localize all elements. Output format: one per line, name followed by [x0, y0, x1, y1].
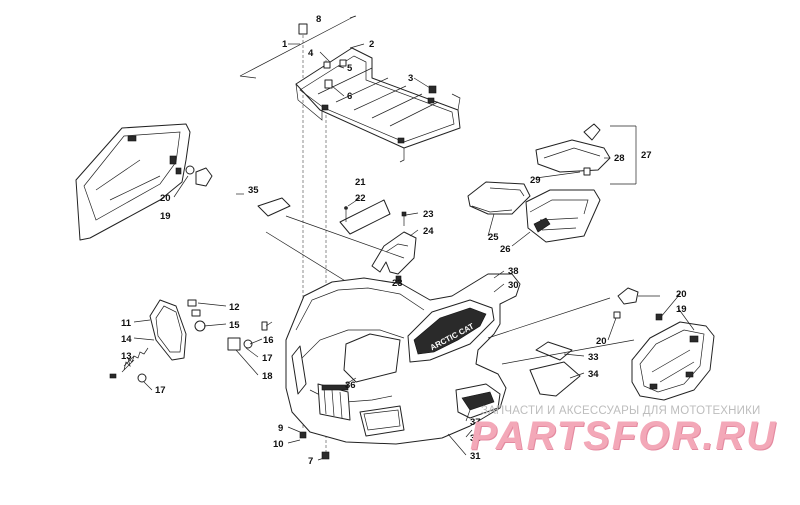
- callout-label: 15: [229, 320, 240, 331]
- callout-label: 30: [508, 280, 519, 291]
- watermark-caption: ЗАПЧАСТИ И АКСЕССУАРЫ ДЛЯ МОТОТЕХНИКИ: [481, 405, 761, 417]
- rear-rack: [295, 47, 461, 163]
- callout-label: 18: [262, 371, 273, 382]
- callout-label: 5: [347, 63, 353, 74]
- callout-label: 21: [355, 177, 366, 188]
- watermark-logo: PARTSFOR.RU: [470, 414, 778, 458]
- callout-label: 7: [308, 456, 313, 467]
- callout-label: 10: [273, 439, 284, 450]
- storage-box-26: [525, 189, 601, 243]
- callout-label: 25: [488, 232, 499, 243]
- callout-label: 19: [160, 211, 171, 222]
- rack-fasteners: [298, 23, 437, 94]
- callout-label: 37: [470, 417, 481, 428]
- callout-label: 38: [508, 266, 519, 277]
- rack-group-bracket-line: [239, 15, 356, 77]
- callout-label: 2: [369, 39, 374, 50]
- callout-label: 11: [121, 318, 132, 329]
- callout-label: 16: [263, 335, 274, 346]
- callout-label: 9: [278, 423, 283, 434]
- storage-lid-28: [535, 123, 611, 176]
- decal-33: [535, 341, 573, 361]
- washer-20-right: [617, 287, 639, 305]
- callout-label: 24: [423, 226, 434, 237]
- callout-label: 32: [470, 433, 481, 444]
- washer-20-upper-left: [185, 165, 213, 187]
- callout-label: 14: [121, 334, 132, 345]
- bracket-24: [371, 231, 417, 275]
- callout-label: 29: [530, 175, 541, 186]
- left-fender-panel-upper: [75, 123, 191, 241]
- callout-label: 3: [408, 73, 413, 84]
- front-fender: ARCTIC CAT: [285, 273, 521, 460]
- fender-center-panel: [343, 333, 401, 383]
- callout-label: 27: [641, 150, 652, 161]
- callout-label: 23: [392, 278, 403, 289]
- callout-label: 12: [229, 302, 240, 313]
- callout-label: 6: [347, 91, 352, 102]
- callout-label: 33: [588, 352, 599, 363]
- callout-label: 1: [282, 39, 288, 50]
- right-fender-panel: [631, 321, 715, 401]
- callout-label: 28: [614, 153, 625, 164]
- callout-label: 36: [345, 380, 356, 391]
- callout-label: 26: [500, 244, 511, 255]
- decal-34: [529, 361, 581, 397]
- callout-label: 17: [155, 385, 166, 396]
- callout-label: 19: [676, 304, 687, 315]
- fastener-20: [613, 311, 621, 319]
- decal-35: [257, 197, 291, 217]
- callout-label: 8: [316, 14, 321, 25]
- callout-label: 20: [596, 336, 607, 347]
- callout-label: 20: [160, 193, 171, 204]
- callout-label: 4: [308, 48, 314, 59]
- callout-label: 31: [470, 451, 481, 462]
- callout-label: 35: [248, 185, 259, 196]
- callout-label: 34: [588, 369, 599, 380]
- left-light: [291, 345, 307, 395]
- callout-label: 20: [676, 289, 687, 300]
- fastener-19: [655, 313, 663, 321]
- callout-label: 22: [355, 193, 366, 204]
- callout-label: 23: [423, 209, 434, 220]
- storage-tray-25: [467, 181, 531, 215]
- callout-leaders: [123, 43, 695, 461]
- callout-label: 13: [121, 351, 132, 362]
- callout-labels: 1 2 3 4 5 6 7 8 9 10 11 12 13 14 15 16 1…: [121, 14, 687, 467]
- callout-label: 17: [262, 353, 273, 364]
- left-light-assembly: [109, 299, 273, 383]
- decal-22: [339, 199, 391, 235]
